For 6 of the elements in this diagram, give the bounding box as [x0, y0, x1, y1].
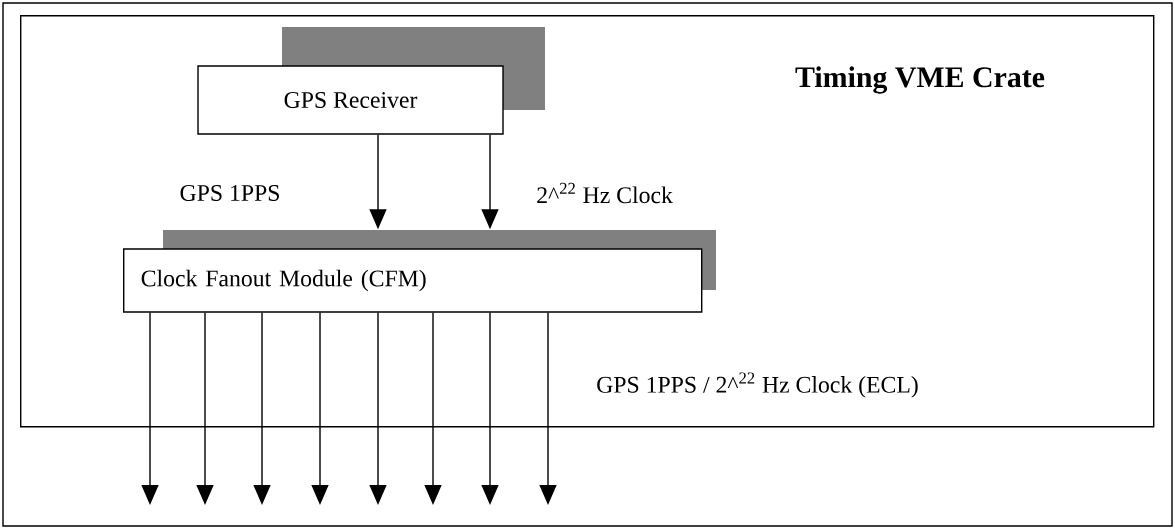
module-box: GPS Receiver — [197, 65, 504, 135]
module-box: Clock Fanout Module (CFM) — [123, 248, 703, 313]
box-title: Timing VME Crate — [795, 66, 1045, 94]
edge-label: GPS 1PPS — [180, 185, 279, 201]
signal-label: GPS 1PPS / 2^$^{22}$ Hz Clock (ECL) — [597, 372, 918, 398]
edge-label: 2^$^{22}$ Hz Clock — [537, 182, 673, 204]
